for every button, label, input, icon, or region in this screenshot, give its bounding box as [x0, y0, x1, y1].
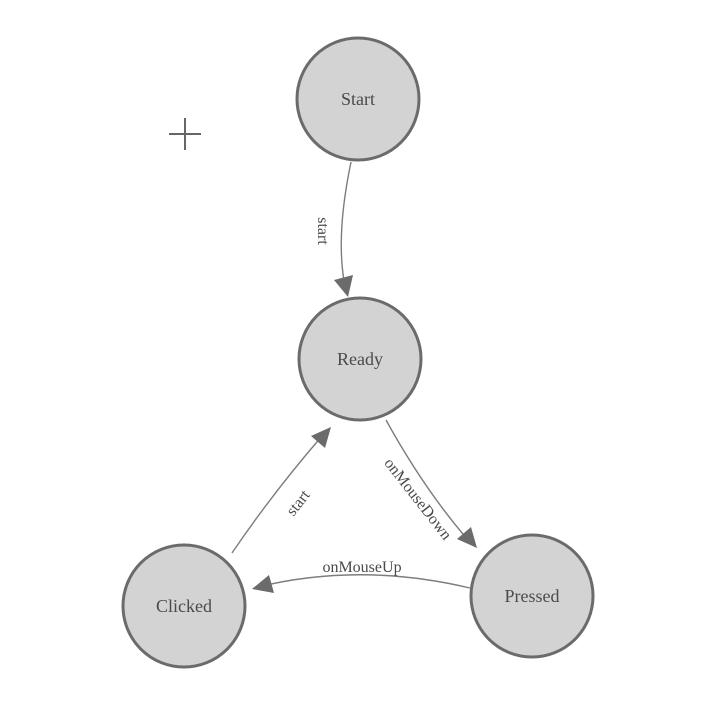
arrowhead-clicked-to-ready — [311, 427, 331, 448]
transition-clicked-to-ready[interactable]: start — [231, 427, 331, 554]
state-node-start[interactable]: Start — [295, 36, 421, 162]
state-label-pressed: Pressed — [505, 586, 560, 606]
state-node-clicked[interactable]: Clicked — [121, 543, 247, 669]
transition-start-to-ready[interactable]: start — [314, 161, 353, 297]
transition-ready-to-pressed[interactable]: onMouseDown — [380, 419, 477, 548]
state-node-pressed[interactable]: Pressed — [469, 533, 595, 659]
arrowhead-pressed-to-clicked — [252, 575, 274, 593]
state-label-ready: Ready — [337, 349, 383, 369]
arrowhead-ready-to-pressed — [457, 527, 477, 548]
transition-pressed-to-clicked[interactable]: onMouseUp — [252, 559, 471, 593]
transition-label-onmousedown: onMouseDown — [380, 455, 454, 543]
state-node-ready[interactable]: Ready — [297, 296, 423, 422]
transition-label-start-1: start — [314, 217, 331, 245]
state-label-start: Start — [341, 89, 375, 109]
state-label-clicked: Clicked — [156, 596, 212, 616]
crosshair-plus-icon — [169, 118, 201, 150]
transition-label-start-2: start — [283, 487, 314, 520]
transition-label-onmouseup: onMouseUp — [322, 559, 401, 576]
arrowhead-start-to-ready — [334, 275, 353, 297]
